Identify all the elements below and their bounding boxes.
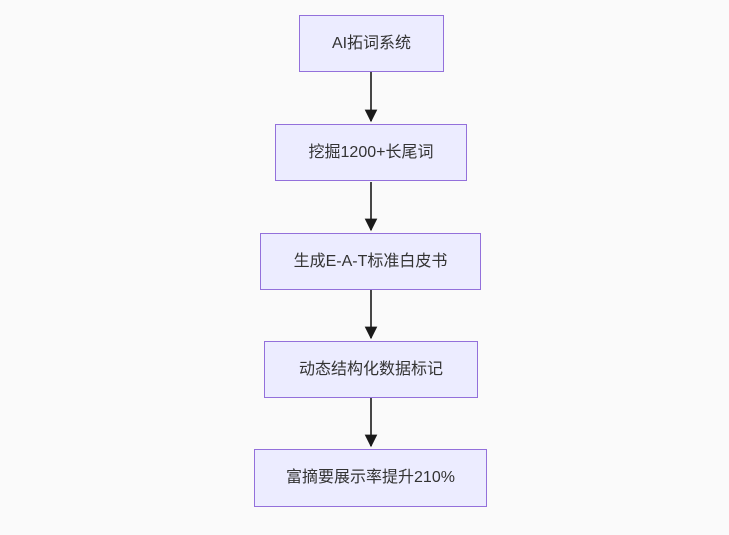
flow-node-eat-whitepaper: 生成E-A-T标准白皮书 [260, 233, 481, 290]
node-label: 动态结构化数据标记 [298, 360, 443, 378]
flow-node-ai-keyword-system: AI拓词系统 [299, 15, 444, 72]
node-label: 富摘要展示率提升210% [286, 469, 455, 487]
node-label: 生成E-A-T标准白皮书 [293, 252, 448, 270]
node-label: AI拓词系统 [331, 34, 412, 52]
flow-node-structured-data: 动态结构化数据标记 [264, 341, 478, 398]
flow-node-longtail-mining: 挖掘1200+长尾词 [275, 124, 467, 181]
node-label: 挖掘1200+长尾词 [308, 143, 434, 161]
flow-node-rich-snippet-result: 富摘要展示率提升210% [254, 449, 487, 507]
